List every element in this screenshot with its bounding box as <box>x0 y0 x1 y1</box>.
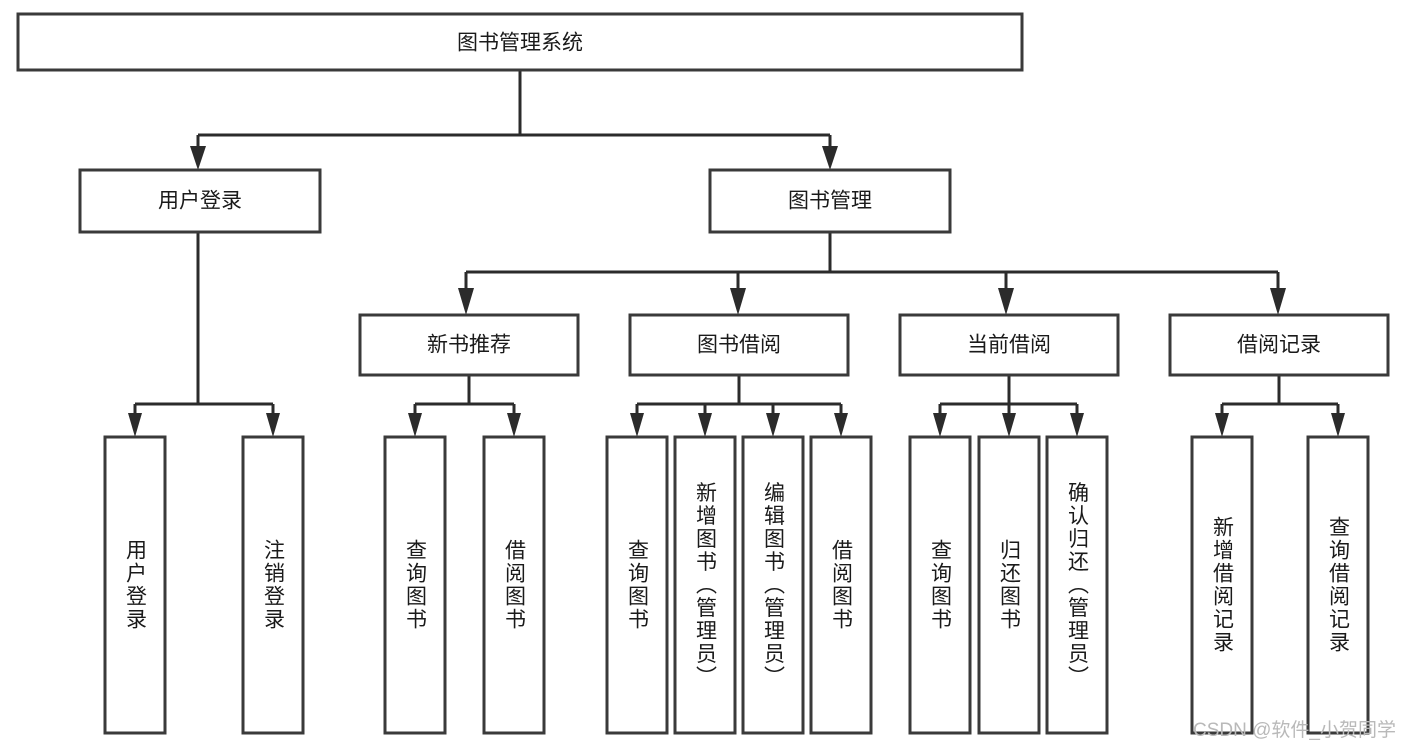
node-label-leaf-confirm-return: 确认归还（管理员） <box>1066 482 1090 689</box>
connector-group-borrow-record-to-leaves <box>1215 375 1345 437</box>
node-book-management[interactable]: 图书管理 <box>708 168 952 234</box>
node-box-leaf-query-book-3[interactable] <box>908 435 972 735</box>
node-current-borrow[interactable]: 当前借阅 <box>898 313 1120 377</box>
node-label-leaf-logout-login: 注销登录 <box>262 539 286 631</box>
node-label-leaf-query-borrow-record: 查询借阅记录 <box>1327 516 1351 654</box>
node-box-leaf-confirm-return[interactable] <box>1045 435 1109 735</box>
node-box-leaf-borrow-book-1[interactable] <box>482 435 546 735</box>
arrow-head-leaf-add-book <box>698 413 712 437</box>
node-book-management-system[interactable]: 图书管理系统 <box>16 12 1024 72</box>
node-label-leaf-borrow-book-2: 借阅图书 <box>830 539 854 631</box>
node-leaf-add-book[interactable]: 新增图书（管理员） <box>673 435 737 735</box>
node-label-leaf-add-book: 新增图书（管理员） <box>694 482 718 689</box>
node-box-leaf-add-borrow-record[interactable] <box>1190 435 1254 735</box>
node-box-leaf-query-book-2[interactable] <box>605 435 669 735</box>
arrow-head-new-book-recommend <box>458 288 474 315</box>
node-leaf-borrow-book-1[interactable]: 借阅图书 <box>482 435 546 735</box>
node-label-current-borrow: 当前借阅 <box>967 334 1051 357</box>
node-box-user-login[interactable] <box>78 168 322 234</box>
node-label-root: 图书管理系统 <box>457 32 583 55</box>
node-label-leaf-return-book: 归还图书 <box>998 539 1022 631</box>
node-label-borrow-record: 借阅记录 <box>1237 334 1321 357</box>
node-user-login[interactable]: 用户登录 <box>78 168 322 234</box>
connector-group-book-management-to-level3 <box>458 232 1286 315</box>
node-leaf-query-book-2[interactable]: 查询图书 <box>605 435 669 735</box>
node-label-new-book-recommend: 新书推荐 <box>427 334 511 357</box>
watermark-text: CSDN @软件_小贺同学 <box>1193 719 1396 741</box>
arrow-head-leaf-query-borrow-record <box>1331 413 1345 437</box>
node-leaf-query-borrow-record[interactable]: 查询借阅记录 <box>1306 435 1370 735</box>
arrow-head-leaf-return-book <box>1002 413 1016 437</box>
node-new-book-recommend[interactable]: 新书推荐 <box>358 313 580 377</box>
arrow-head-leaf-query-book-2 <box>630 413 644 437</box>
arrow-head-leaf-borrow-book-1 <box>507 413 521 437</box>
node-label-leaf-query-book-2: 查询图书 <box>626 539 650 631</box>
node-leaf-confirm-return[interactable]: 确认归还（管理员） <box>1045 435 1109 735</box>
arrow-head-book-borrow <box>730 288 746 315</box>
arrow-head-leaf-user-login <box>128 413 142 437</box>
connector-group-book-borrow-to-leaves <box>630 375 848 437</box>
node-label-book-management: 图书管理 <box>788 190 872 213</box>
node-leaf-user-login[interactable]: 用户登录 <box>103 435 167 735</box>
node-box-new-book-recommend[interactable] <box>358 313 580 377</box>
arrow-head-leaf-query-book-3 <box>933 413 947 437</box>
node-label-book-borrow: 图书借阅 <box>697 334 781 357</box>
node-leaf-add-borrow-record[interactable]: 新增借阅记录 <box>1190 435 1254 735</box>
node-label-leaf-query-book-1: 查询图书 <box>404 539 428 631</box>
node-leaf-query-book-1[interactable]: 查询图书 <box>383 435 447 735</box>
node-leaf-logout-login[interactable]: 注销登录 <box>241 435 305 735</box>
node-box-leaf-borrow-book-2[interactable] <box>809 435 873 735</box>
node-leaf-borrow-book-2[interactable]: 借阅图书 <box>809 435 873 735</box>
arrow-head-user-login <box>190 146 206 170</box>
node-label-user-login: 用户登录 <box>158 190 242 213</box>
node-label-leaf-edit-book: 编辑图书（管理员） <box>762 482 786 689</box>
connector-group-user-login-to-leaves <box>128 232 280 437</box>
node-label-leaf-query-book-3: 查询图书 <box>929 539 953 631</box>
node-box-leaf-return-book[interactable] <box>977 435 1041 735</box>
node-leaf-return-book[interactable]: 归还图书 <box>977 435 1041 735</box>
node-box-current-borrow[interactable] <box>898 313 1120 377</box>
node-box-leaf-query-borrow-record[interactable] <box>1306 435 1370 735</box>
node-leaf-query-book-3[interactable]: 查询图书 <box>908 435 972 735</box>
arrow-head-leaf-logout-login <box>266 413 280 437</box>
node-box-book-borrow[interactable] <box>628 313 850 377</box>
node-borrow-record[interactable]: 借阅记录 <box>1168 313 1390 377</box>
node-label-leaf-borrow-book-1: 借阅图书 <box>503 539 527 631</box>
node-box-leaf-query-book-1[interactable] <box>383 435 447 735</box>
arrow-head-leaf-edit-book <box>766 413 780 437</box>
node-leaf-edit-book[interactable]: 编辑图书（管理员） <box>741 435 805 735</box>
arrow-head-leaf-borrow-book-2 <box>834 413 848 437</box>
node-box-borrow-record[interactable] <box>1168 313 1390 377</box>
arrow-head-leaf-confirm-return <box>1070 413 1084 437</box>
connector-group-root-to-level2 <box>190 70 838 170</box>
connector-group-new-book-recommend-to-leaves <box>408 375 521 437</box>
node-box-leaf-add-book[interactable] <box>673 435 737 735</box>
arrow-head-current-borrow <box>998 288 1014 315</box>
arrow-head-book-management <box>822 146 838 170</box>
node-label-leaf-add-borrow-record: 新增借阅记录 <box>1211 516 1235 654</box>
arrow-head-leaf-query-book-1 <box>408 413 422 437</box>
node-box-book-management[interactable] <box>708 168 952 234</box>
node-label-leaf-user-login: 用户登录 <box>124 539 148 631</box>
connector-group-current-borrow-to-leaves <box>933 375 1084 437</box>
node-box-leaf-user-login[interactable] <box>103 435 167 735</box>
arrow-head-leaf-add-borrow-record <box>1215 413 1229 437</box>
arrow-head-borrow-record <box>1270 288 1286 315</box>
node-box-leaf-edit-book[interactable] <box>741 435 805 735</box>
node-book-borrow[interactable]: 图书借阅 <box>628 313 850 377</box>
node-box-root[interactable] <box>16 12 1024 72</box>
node-box-leaf-logout-login[interactable] <box>241 435 305 735</box>
